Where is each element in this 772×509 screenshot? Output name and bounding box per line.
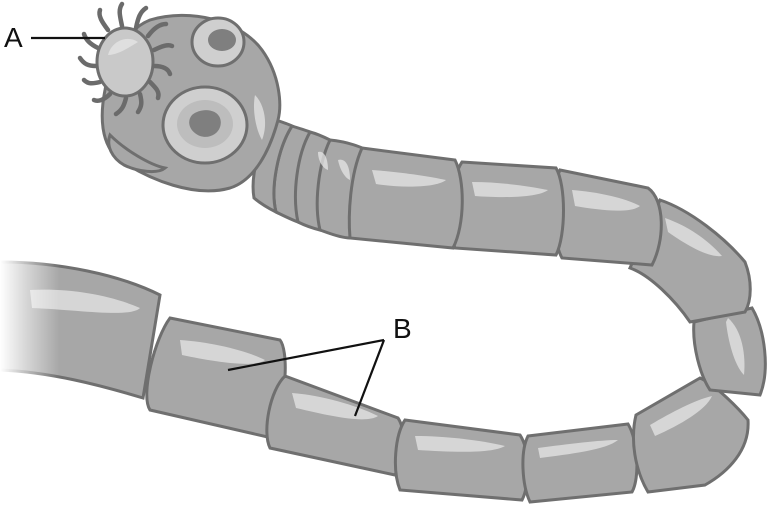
label-a-group: A xyxy=(4,22,105,53)
leader-line-b-2 xyxy=(355,340,384,416)
label-b: B xyxy=(393,313,412,344)
segment-lower-2 xyxy=(267,376,403,475)
segment-upper-3 xyxy=(450,162,563,255)
segment-tail xyxy=(0,255,170,405)
segment-lower-5 xyxy=(633,378,748,492)
sucker-front xyxy=(163,87,247,163)
segment-lower-1 xyxy=(147,318,285,438)
segment-upper-2 xyxy=(345,148,462,248)
label-a: A xyxy=(4,22,23,53)
segment-lower-3 xyxy=(395,420,527,500)
segment-lower-4 xyxy=(523,424,637,502)
sucker-upper xyxy=(192,18,244,66)
segment-bend-1 xyxy=(694,308,766,395)
segment-upper-4 xyxy=(553,170,661,265)
body-segments xyxy=(0,120,765,502)
